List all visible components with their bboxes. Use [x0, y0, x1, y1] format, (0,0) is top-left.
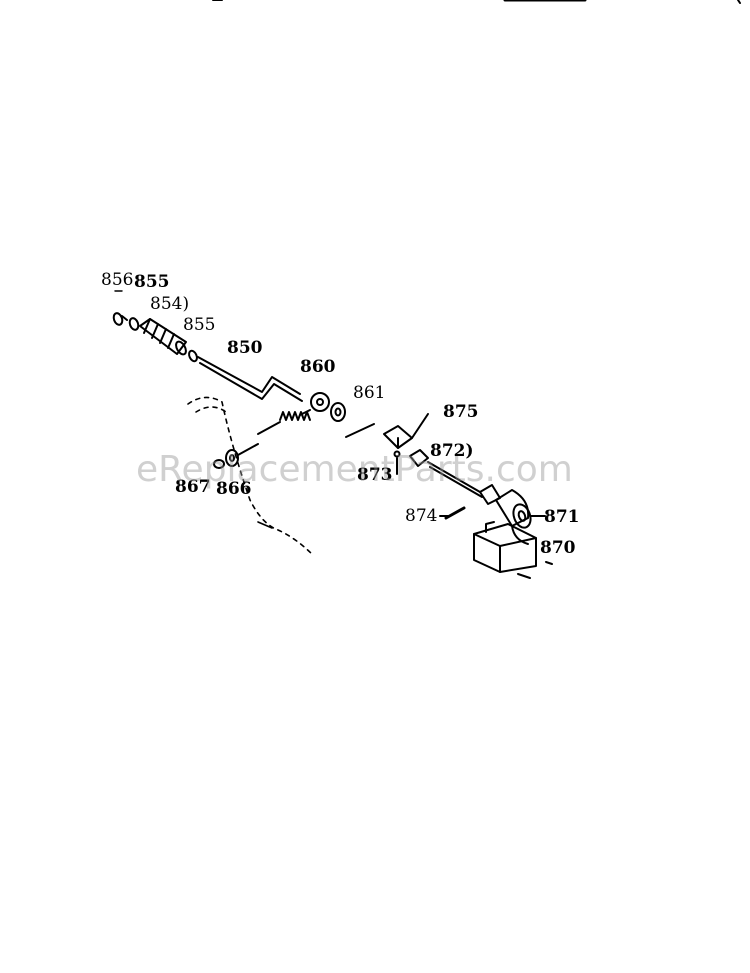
label-872: 872): [430, 441, 474, 461]
label-861: 861: [353, 383, 386, 403]
part-855-knob: [139, 318, 187, 356]
watermark: eReplacementParts.com: [136, 449, 573, 490]
cabinet-panel-outline: [187, 396, 315, 557]
drive-shaft: [427, 461, 483, 498]
part-874-pin: [439, 506, 466, 520]
part-854-washer: [128, 317, 140, 331]
label-854: 854): [150, 294, 190, 314]
label-855-top: 855: [134, 272, 170, 292]
label-856: 856: [101, 270, 134, 290]
part-873-screw: [393, 450, 401, 475]
top-edge-marks: [212, 0, 741, 4]
part-856-clip: [112, 312, 128, 326]
part-875-clamp: [383, 413, 429, 449]
label-leaders: [114, 290, 542, 517]
label-855: 855: [183, 315, 216, 335]
label-860: 860: [300, 357, 336, 377]
part-872-bushing: [409, 449, 429, 467]
label-867: 867: [175, 477, 211, 497]
label-866: 866: [216, 479, 252, 499]
label-875: 875: [443, 402, 479, 422]
label-873: 873: [357, 465, 393, 485]
label-870: 870: [540, 538, 576, 558]
label-874: 874: [405, 506, 438, 526]
part-867-866-nut-washer: [213, 443, 259, 469]
part-870-bracket: [473, 521, 553, 579]
part-855-spacer: [188, 349, 198, 363]
part-850-crank-rod: [197, 356, 303, 402]
label-871: 871: [544, 507, 580, 527]
part-860-spring-bracket: [257, 392, 330, 435]
label-850: 850: [227, 338, 263, 358]
part-861-washer: [330, 402, 375, 438]
